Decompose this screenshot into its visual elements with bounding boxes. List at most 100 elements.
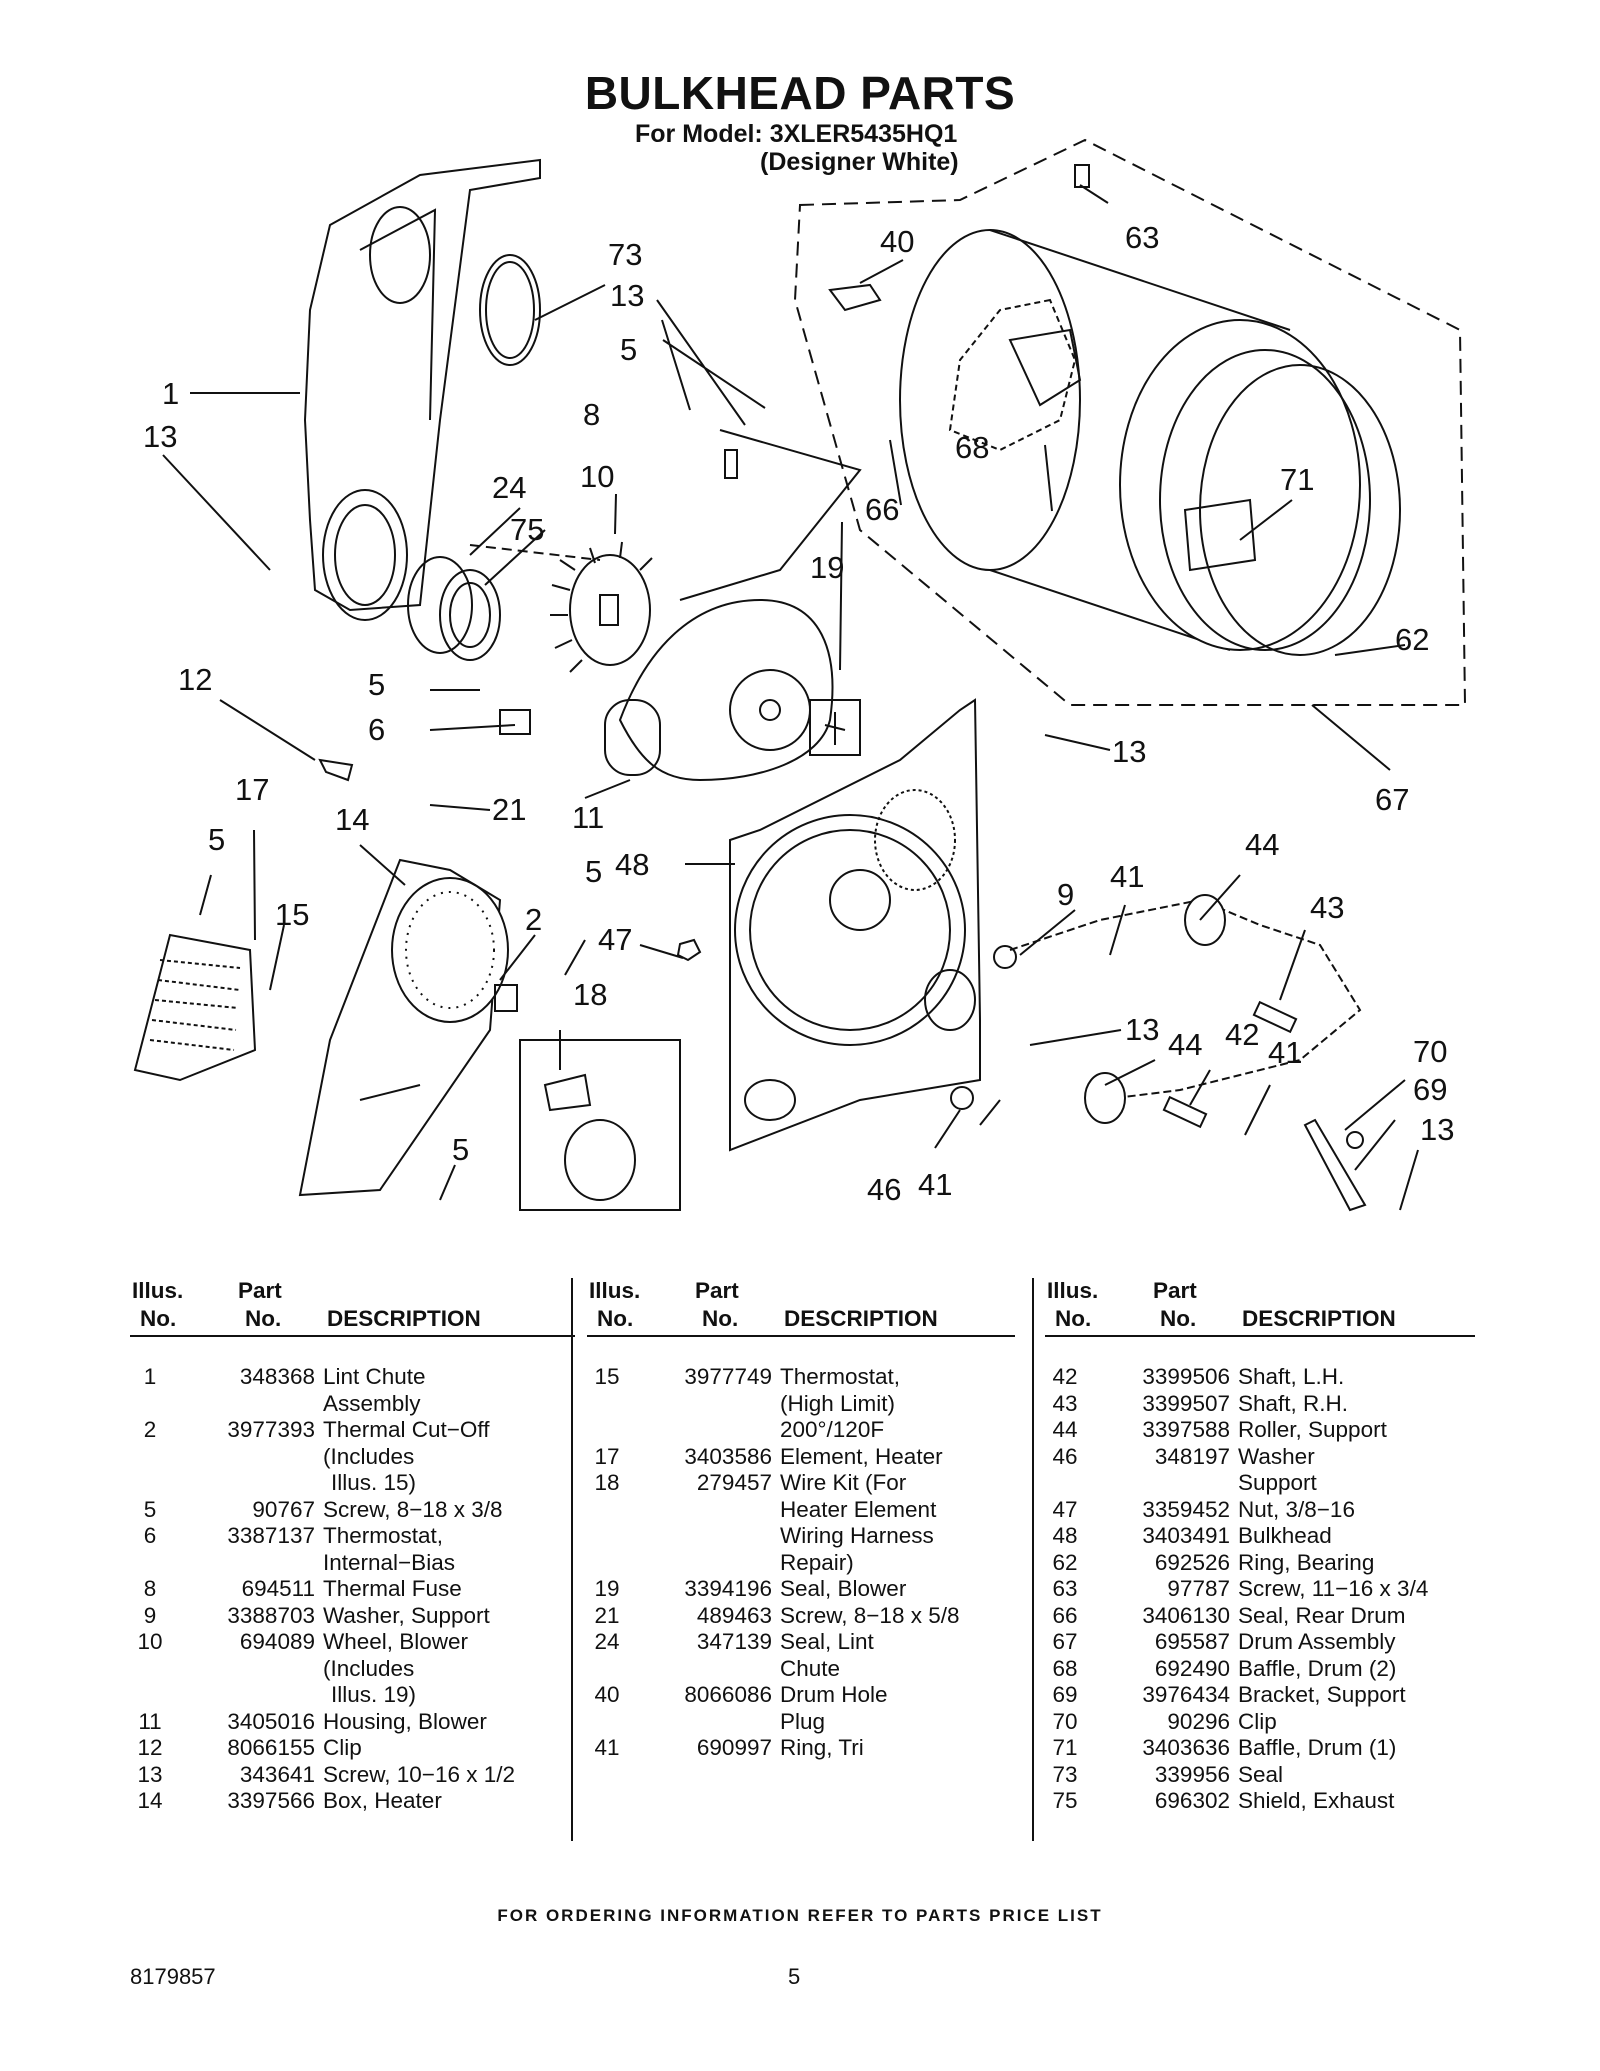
illus-number: 68 (1052, 1655, 1078, 1681)
description-line: Drum Assembly (1238, 1629, 1396, 1654)
description-line: Bracket, Support (1238, 1682, 1406, 1707)
support-washer-part (993, 945, 1017, 969)
description-line: Heater Element (780, 1496, 937, 1522)
part-description: Thermal Fuse (323, 1576, 515, 1603)
shaft-lh-part (1162, 1095, 1208, 1129)
illus-number: 41 (594, 1735, 620, 1760)
wire-kit-box (519, 1039, 681, 1211)
support-washer-part-lower (950, 1086, 974, 1110)
part-number: 694089 (239, 1629, 315, 1654)
part-description: Housing, Blower (323, 1709, 515, 1736)
part-number: 690997 (696, 1735, 772, 1760)
part-number: 90296 (1167, 1708, 1230, 1734)
part-number: 3399507 (1142, 1390, 1230, 1416)
illus-number: 44 (1052, 1417, 1078, 1442)
header-part-no: No. (245, 1306, 282, 1331)
callout-71: 71 (1280, 462, 1314, 497)
part-number: 3399506 (1142, 1364, 1230, 1389)
table-header: Illus. No. Part No. DESCRIPTION (1045, 1278, 1475, 1334)
column-divider (571, 1278, 573, 1841)
description-line: Drum Hole (780, 1682, 888, 1707)
part-number: 692526 (1154, 1549, 1230, 1575)
header-part-no: No. (1160, 1306, 1197, 1331)
callout-12: 12 (178, 662, 212, 697)
description-line: Chute (780, 1655, 841, 1681)
part-number: 3405016 (227, 1708, 315, 1734)
part-description: Screw, 8−18 x 5/8 (780, 1603, 959, 1630)
part-number: 3387137 (227, 1523, 315, 1548)
illus-number: 69 (1052, 1682, 1078, 1707)
table-row: 69 3976434 Bracket, Support (1045, 1682, 1428, 1709)
description-line: Lint Chute (323, 1364, 426, 1389)
table-row: 11 3405016 Housing, Blower (130, 1709, 515, 1736)
header-illus: Illus. (1047, 1278, 1099, 1303)
part-number: 3977749 (684, 1364, 772, 1389)
document-number: 8179857 (130, 1964, 216, 1989)
illus-number: 73 (1052, 1761, 1078, 1787)
illus-number: 63 (1052, 1576, 1078, 1601)
callout-15: 15 (275, 897, 309, 932)
heater-element-part (133, 933, 257, 1082)
description-line: Screw, 8−18 x 5/8 (780, 1602, 960, 1628)
description-line: Screw, 11−16 x 3/4 (1238, 1576, 1429, 1601)
part-description: Thermostat,Internal−Bias (323, 1523, 515, 1576)
drum-hole-plug-part (828, 283, 882, 312)
callout-41: 41 (918, 1167, 952, 1202)
seal-part (479, 254, 541, 366)
illus-number: 1 (143, 1364, 157, 1389)
part-number: 3976434 (1142, 1682, 1230, 1707)
illus-number: 9 (143, 1602, 157, 1628)
callout-5: 5 (620, 332, 637, 367)
description-line: Screw, 8−18 x 3/8 (323, 1496, 503, 1522)
description-line: Thermostat, (323, 1523, 444, 1548)
description-line: Clip (1238, 1708, 1277, 1734)
illus-number: 46 (1052, 1443, 1078, 1469)
illus-number: 12 (137, 1735, 163, 1760)
header-part: Part (1153, 1278, 1197, 1303)
part-number: 3403636 (1142, 1735, 1230, 1760)
callout-44: 44 (1168, 1027, 1202, 1062)
part-description: Baffle, Drum (2) (1238, 1656, 1428, 1683)
callout-75: 75 (510, 512, 544, 547)
description-line: Nut, 3/8−16 (1238, 1496, 1355, 1522)
callout-17: 17 (235, 772, 269, 807)
illus-number: 15 (594, 1364, 620, 1389)
blower-housing-part (604, 598, 834, 782)
part-number: 8066155 (227, 1735, 315, 1760)
part-number: 3403586 (684, 1443, 772, 1469)
ordering-note: FOR ORDERING INFORMATION REFER TO PARTS … (497, 1906, 1103, 1925)
part-number: 3403491 (1142, 1523, 1230, 1548)
illus-number: 42 (1052, 1364, 1078, 1389)
part-description: Screw, 10−16 x 1/2 (323, 1762, 515, 1789)
description-line: Element, Heater (780, 1443, 943, 1469)
illus-number: 14 (137, 1788, 163, 1813)
illus-number: 19 (594, 1576, 620, 1601)
part-description: Screw, 11−16 x 3/4 (1238, 1576, 1428, 1603)
part-description: Shaft, R.H. (1238, 1391, 1428, 1418)
clip-12-part (318, 758, 354, 782)
part-number: 3397566 (227, 1788, 315, 1813)
callout-41: 41 (1110, 859, 1144, 894)
part-number: 348197 (1154, 1443, 1230, 1469)
part-description: Clip (323, 1735, 515, 1762)
part-description: Clip (1238, 1709, 1428, 1736)
callout-43: 43 (1310, 890, 1344, 925)
description-line: Support (1238, 1470, 1317, 1495)
illus-number: 11 (138, 1708, 162, 1734)
